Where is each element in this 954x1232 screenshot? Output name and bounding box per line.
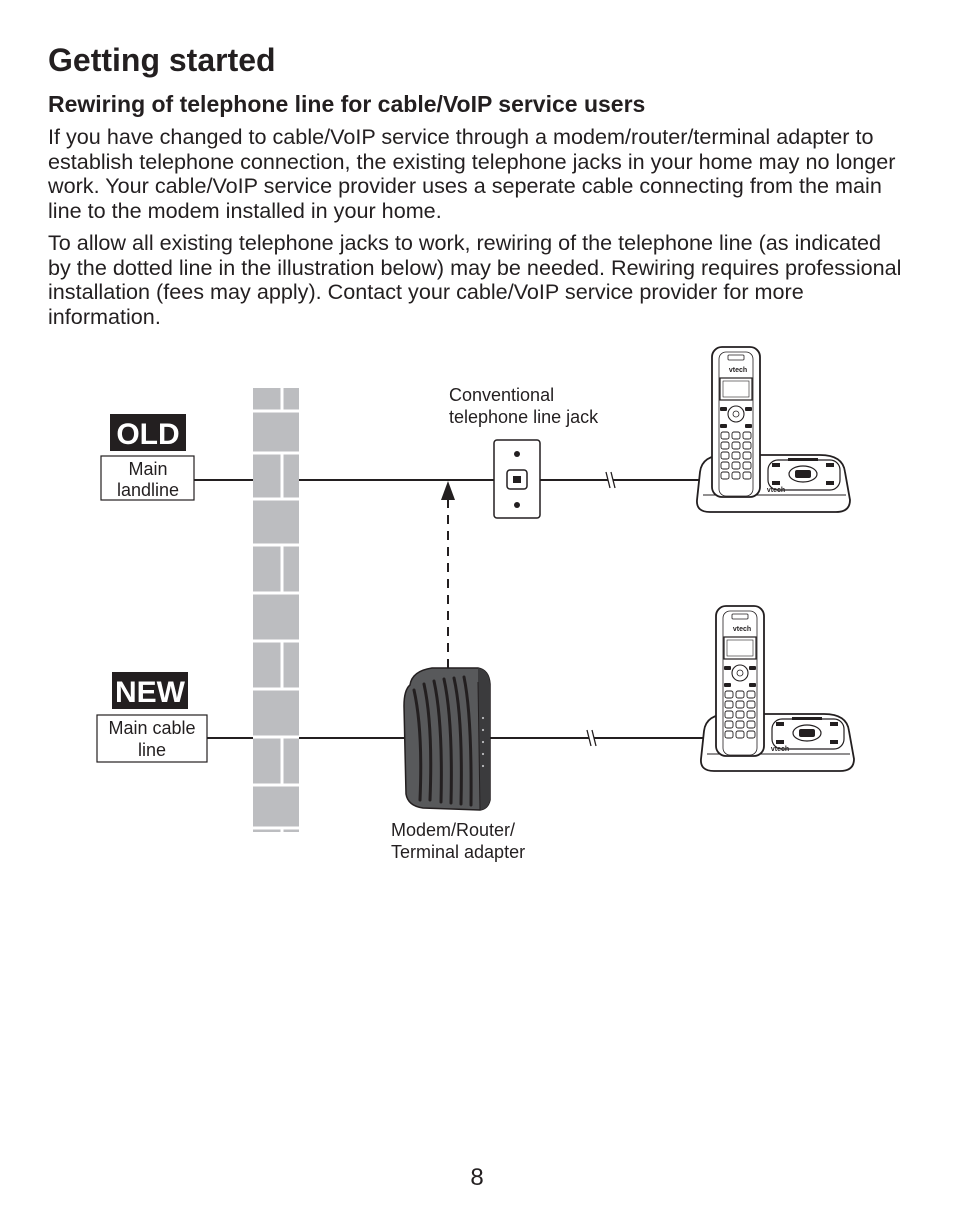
paragraph-1: If you have changed to cable/VoIP servic… <box>48 124 896 223</box>
jack-label-2: telephone line jack <box>449 407 599 427</box>
brick-wall <box>253 388 299 832</box>
base-brand-bottom: vtech <box>771 746 789 753</box>
jack-label-1: Conventional <box>449 385 554 405</box>
old-badge-label: OLD <box>116 418 179 451</box>
cordless-phone-top: vtech vtech <box>696 346 851 513</box>
rewiring-arrow-head <box>441 481 455 500</box>
main-landline-label-1: Main <box>128 459 167 479</box>
new-badge: NEW <box>112 672 188 709</box>
page-number: 8 <box>470 1164 484 1191</box>
modem-label-2: Terminal adapter <box>391 842 525 862</box>
main-landline-box: Main landline <box>100 455 195 501</box>
cordless-phone-bottom: vtech vtech <box>700 605 855 772</box>
main-cable-label-1: Main cable <box>108 718 195 738</box>
paragraph-2: To allow all existing telephone jacks to… <box>48 230 902 329</box>
main-landline-label-2: landline <box>117 480 179 500</box>
telephone-jack <box>493 439 541 519</box>
modem-router <box>403 667 491 811</box>
modem-label-1: Modem/Router/ <box>391 820 515 840</box>
base-brand-top: vtech <box>767 487 785 494</box>
section-title: Rewiring of telephone line for cable/VoI… <box>48 91 646 117</box>
page-title: Getting started <box>48 42 276 78</box>
main-cable-line-box: Main cable line <box>96 714 208 763</box>
rewiring-diagram: OLD Main landline Conventional telephone… <box>96 346 855 862</box>
old-badge: OLD <box>110 414 186 451</box>
phone-brand-bottom: vtech <box>733 626 751 633</box>
phone-brand-top: vtech <box>729 367 747 374</box>
new-badge-label: NEW <box>115 676 186 709</box>
main-cable-label-2: line <box>138 740 166 760</box>
